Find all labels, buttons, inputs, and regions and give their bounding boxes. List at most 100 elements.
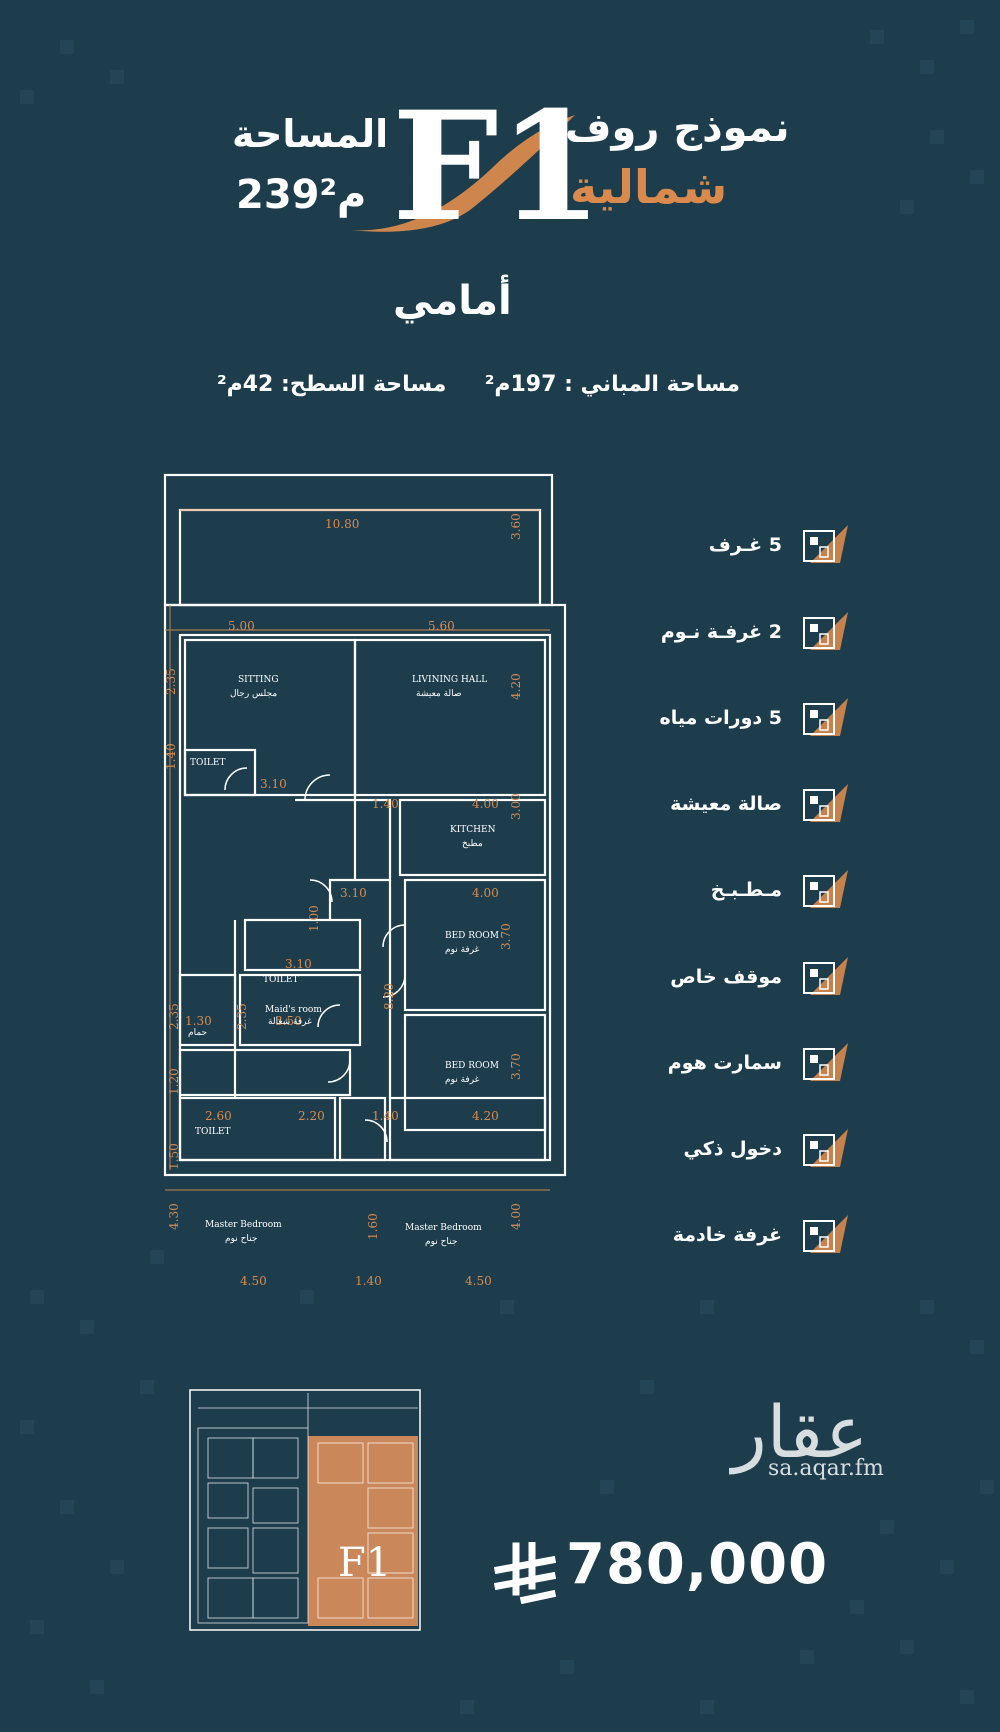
background-square (920, 60, 934, 74)
feature-label: غرفة خادمة (672, 1224, 782, 1246)
building-thumbnail: F1 (189, 1389, 421, 1631)
rooms-icon (800, 523, 850, 567)
feature-label: صالة معيشة (670, 793, 782, 815)
room-bed2-en: BED ROOM (445, 1061, 499, 1071)
dim-3-70-b: 3.70 (509, 1053, 523, 1080)
room-toilet-lower: TOILET (195, 1127, 231, 1137)
background-square (930, 130, 944, 144)
dim-1-40-c: 1.40 (372, 1109, 399, 1123)
room-toilet-left: حمام (188, 1028, 207, 1038)
thumbnail-code: F1 (338, 1540, 391, 1586)
dim-3-10-b: 3.10 (340, 886, 367, 900)
bedroom-icon (800, 610, 850, 654)
background-square (300, 1290, 314, 1304)
feature-item: 5 دورات مياه (582, 696, 850, 740)
room-master1-ar: جناح نوم (225, 1234, 257, 1244)
background-square (30, 1290, 44, 1304)
background-square (20, 90, 34, 104)
background-square (90, 1680, 104, 1694)
smart-home-icon (800, 1041, 850, 1085)
feature-item: غرفة خادمة (582, 1213, 850, 1257)
dim-1-50: 1.50 (167, 1143, 181, 1170)
dim-4-00-c: 4.00 (509, 1203, 523, 1230)
background-square (960, 20, 974, 34)
dim-2-35-a: 2.35 (164, 668, 178, 695)
dim-4-20-b: 4.20 (472, 1109, 499, 1123)
area-label: المساحة (232, 112, 389, 156)
feature-label: دخول ذكي (683, 1138, 782, 1160)
dim-4-30: 4.30 (167, 1203, 181, 1230)
maid-icon (800, 1213, 850, 1257)
background-square (880, 1520, 894, 1534)
facing-label: أمامي (393, 278, 512, 324)
dim-2-60: 2.60 (205, 1109, 232, 1123)
feature-label: موقف خاص (670, 966, 782, 988)
background-square (20, 1420, 34, 1434)
dim-2-35-b: 2.35 (167, 1003, 181, 1030)
background-square (150, 1250, 164, 1264)
dim-4-20: 4.20 (509, 673, 523, 700)
feature-item: 2 غرفـة نـوم (582, 610, 850, 654)
room-kitchen-ar: مطبخ (462, 839, 483, 849)
room-toilet-mid: TOILET (263, 975, 299, 985)
room-sitting-en: SITTING (238, 675, 279, 685)
dim-5-60: 5.60 (428, 619, 455, 633)
feature-item: صالة معيشة (582, 782, 850, 826)
dim-3-50: 3.50 (275, 1014, 302, 1028)
background-square (980, 1480, 994, 1494)
dim-5-00: 5.00 (228, 619, 255, 633)
background-square (900, 200, 914, 214)
background-square (460, 1700, 474, 1714)
room-bed2-ar: غرفة نوم (445, 1075, 480, 1085)
dim-3-70-a: 3.70 (499, 923, 513, 950)
background-square (940, 1560, 954, 1574)
dim-3-00: 3.00 (509, 793, 523, 820)
background-square (970, 1340, 984, 1354)
price-value: 780,000 (566, 1532, 829, 1597)
room-master2-en: Master Bedroom (405, 1223, 482, 1233)
dim-2-20: 2.20 (298, 1109, 325, 1123)
feature-item: 5 غـرف (582, 523, 850, 567)
background-square (800, 1650, 814, 1664)
room-toilet-top: TOILET (190, 758, 226, 768)
room-master2-ar: جناح نوم (425, 1237, 457, 1247)
room-sitting-ar: مجلس رجال (230, 689, 277, 699)
dim-3-60: 3.60 (509, 513, 523, 540)
dim-1-60: 1.60 (366, 1213, 380, 1240)
feature-label: 5 دورات مياه (659, 707, 782, 729)
background-square (110, 70, 124, 84)
background-square (30, 1620, 44, 1634)
background-square (920, 1300, 934, 1314)
dim-8-20: 8.20 (382, 983, 396, 1010)
background-square (640, 1380, 654, 1394)
dim-1-40-d: 1.40 (355, 1274, 382, 1288)
smart-lock-icon (800, 1127, 850, 1171)
background-square (80, 1320, 94, 1334)
background-square (60, 1500, 74, 1514)
room-bed1-en: BED ROOM (445, 931, 499, 941)
floor-plan: 10.80 3.60 5.00 5.60 2.35 4.20 1.40 3.10… (163, 473, 567, 1288)
area-stats: مساحة المباني : 197م² مساحة السطح: 42م² (216, 372, 740, 397)
feature-item: مـطـبـخ (582, 868, 850, 912)
dim-4-00-a: 4.00 (472, 797, 499, 811)
room-master1-en: Master Bedroom (205, 1220, 282, 1230)
background-square (960, 1690, 974, 1704)
feature-label: مـطـبـخ (710, 879, 782, 901)
feature-item: موقف خاص (582, 955, 850, 999)
background-square (850, 1600, 864, 1614)
model-orientation: شمالية (570, 160, 728, 214)
background-square (560, 1660, 574, 1674)
dim-4-50-a: 4.50 (240, 1274, 267, 1288)
riyal-icon (494, 1542, 556, 1604)
living-room-icon (800, 782, 850, 826)
background-square (110, 1560, 124, 1574)
dim-10-80: 10.80 (325, 517, 359, 531)
feature-item: سمارت هوم (582, 1041, 850, 1085)
aqar-logo-text: عقار (732, 1390, 869, 1474)
room-living-ar: صالة معيشة (416, 689, 462, 699)
room-living-en: LIVINING HALL (412, 675, 487, 685)
background-square (700, 1300, 714, 1314)
model-code: F1 (392, 79, 603, 255)
feature-label: سمارت هوم (667, 1052, 782, 1074)
